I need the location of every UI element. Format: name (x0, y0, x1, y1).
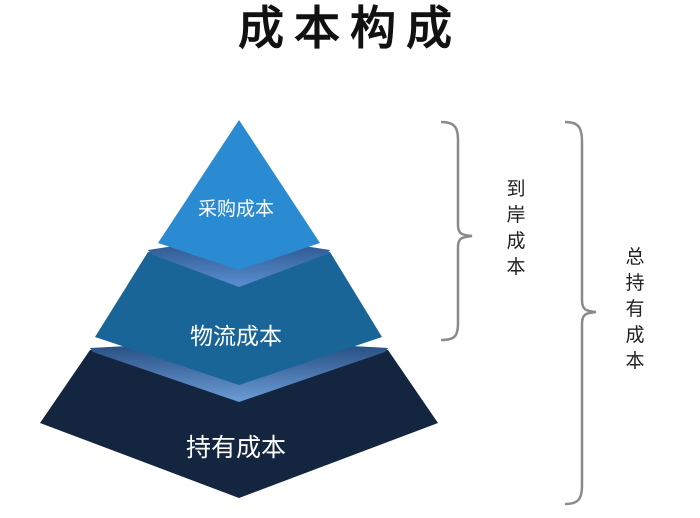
page-title: 成本构成 (238, 1, 462, 55)
layer-label-procurement: 采购成本 (197, 198, 275, 220)
layer-holding-cost (40, 350, 438, 498)
bracket-label-total-holding-cost: 总持有成本 (625, 246, 645, 372)
layer-logistics-cost (95, 252, 382, 385)
bracket-label-landed-cost: 到岸成本 (506, 178, 526, 278)
layer-procurement-cost (158, 120, 320, 270)
layer-label-holding: 持有成本 (185, 433, 287, 462)
bracket-landed-cost (440, 120, 473, 342)
bracket-total-holding-cost (564, 120, 597, 506)
layer-label-logistics: 物流成本 (190, 324, 282, 350)
